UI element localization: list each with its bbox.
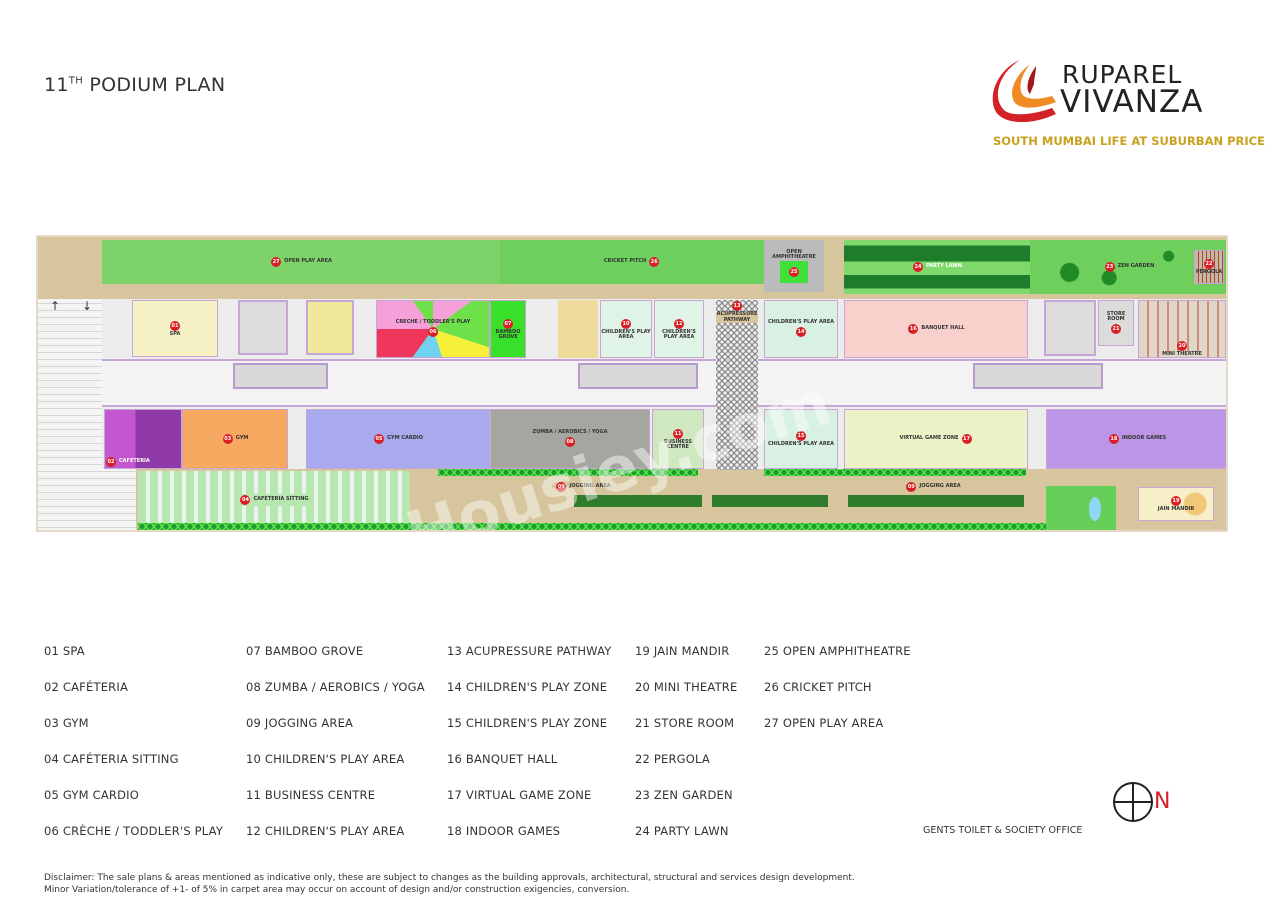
disclaimer-line: Minor Variation/tolerance of +1- of 5% i… xyxy=(44,884,630,895)
hedge xyxy=(764,469,1026,476)
lift-lobby xyxy=(233,363,328,389)
legend-item: 19 JAIN MANDIR xyxy=(635,644,730,658)
room xyxy=(306,300,354,355)
jogging-track-strip xyxy=(574,495,702,507)
legend-item: 08 ZUMBA / AEROBICS / YOGA xyxy=(246,680,425,694)
legend-item: 02 CAFÉTERIA xyxy=(44,680,129,694)
legend-item: 12 CHILDREN'S PLAY AREA xyxy=(246,824,405,838)
brand-tagline: SOUTH MUMBAI LIFE AT SUBURBAN PRICE xyxy=(993,134,1265,148)
down-arrow-icon: ↓ xyxy=(82,299,93,313)
legend-item: 24 PARTY LAWN xyxy=(635,824,729,838)
legend-item: 26 CRICKET PITCH xyxy=(764,680,872,694)
legend-item: 16 BANQUET HALL xyxy=(447,752,558,766)
legend-item: 23 ZEN GARDEN xyxy=(635,788,733,802)
disclaimer-line: Disclaimer: The sale plans & areas menti… xyxy=(44,873,855,883)
legend-item: 04 CAFÉTERIA SITTING xyxy=(44,752,179,766)
legend-item: 21 STORE ROOM xyxy=(635,716,735,730)
brand-name-line2: VIVANZA xyxy=(1060,84,1204,120)
legend-item: 11 BUSINESS CENTRE xyxy=(246,788,376,802)
legend-item: 01 SPA xyxy=(44,644,85,658)
up-arrow-icon: ↑ xyxy=(50,299,61,313)
hedge xyxy=(138,523,1046,530)
lift-lobby xyxy=(973,363,1103,389)
sand-strip xyxy=(558,300,598,358)
legend-item: 20 MINI THEATRE xyxy=(635,680,738,694)
legend-item: 05 GYM CARDIO xyxy=(44,788,140,802)
jogging-track-strip xyxy=(848,495,1024,507)
disclaimer: Disclaimer: The sale plans & areas menti… xyxy=(44,873,855,896)
ruparel-logo-icon xyxy=(992,60,1056,123)
room xyxy=(1044,300,1096,356)
legend-item: 09 JOGGING AREA xyxy=(246,716,354,730)
legend-item: 22 PERGOLA xyxy=(635,752,710,766)
legend-item: 14 CHILDREN'S PLAY ZONE xyxy=(447,680,608,694)
jogging-track-strip xyxy=(712,495,828,507)
legend-item: 06 CRÈCHE / TODDLER'S PLAY xyxy=(44,824,224,838)
compass-north-label: N xyxy=(1154,789,1171,814)
legend-item: 18 INDOOR GAMES xyxy=(447,824,561,838)
legend-item: 03 GYM xyxy=(44,716,89,730)
legend-item: 13 ACUPRESSURE PATHWAY xyxy=(447,644,612,658)
legend-item: 10 CHILDREN'S PLAY AREA xyxy=(246,752,405,766)
room xyxy=(238,300,288,355)
legend-item: 17 VIRTUAL GAME ZONE xyxy=(447,788,592,802)
hedge xyxy=(438,469,698,476)
legend-item: 25 OPEN AMPHITHEATRE xyxy=(764,644,911,658)
note-gents-toilet: GENTS TOILET & SOCIETY OFFICE xyxy=(923,825,1083,836)
page-title: 11TH PODIUM PLAN xyxy=(44,74,226,96)
legend-item: 07 BAMBOO GROVE xyxy=(246,644,364,658)
brand-name-line1: RUPAREL xyxy=(1062,60,1183,89)
north-compass-icon: N xyxy=(1112,781,1174,823)
garden-pond xyxy=(1046,486,1116,530)
legend-item: 15 CHILDREN'S PLAY ZONE xyxy=(447,716,608,730)
lift-lobby xyxy=(578,363,698,389)
legend-item: 27 OPEN PLAY AREA xyxy=(764,716,884,730)
